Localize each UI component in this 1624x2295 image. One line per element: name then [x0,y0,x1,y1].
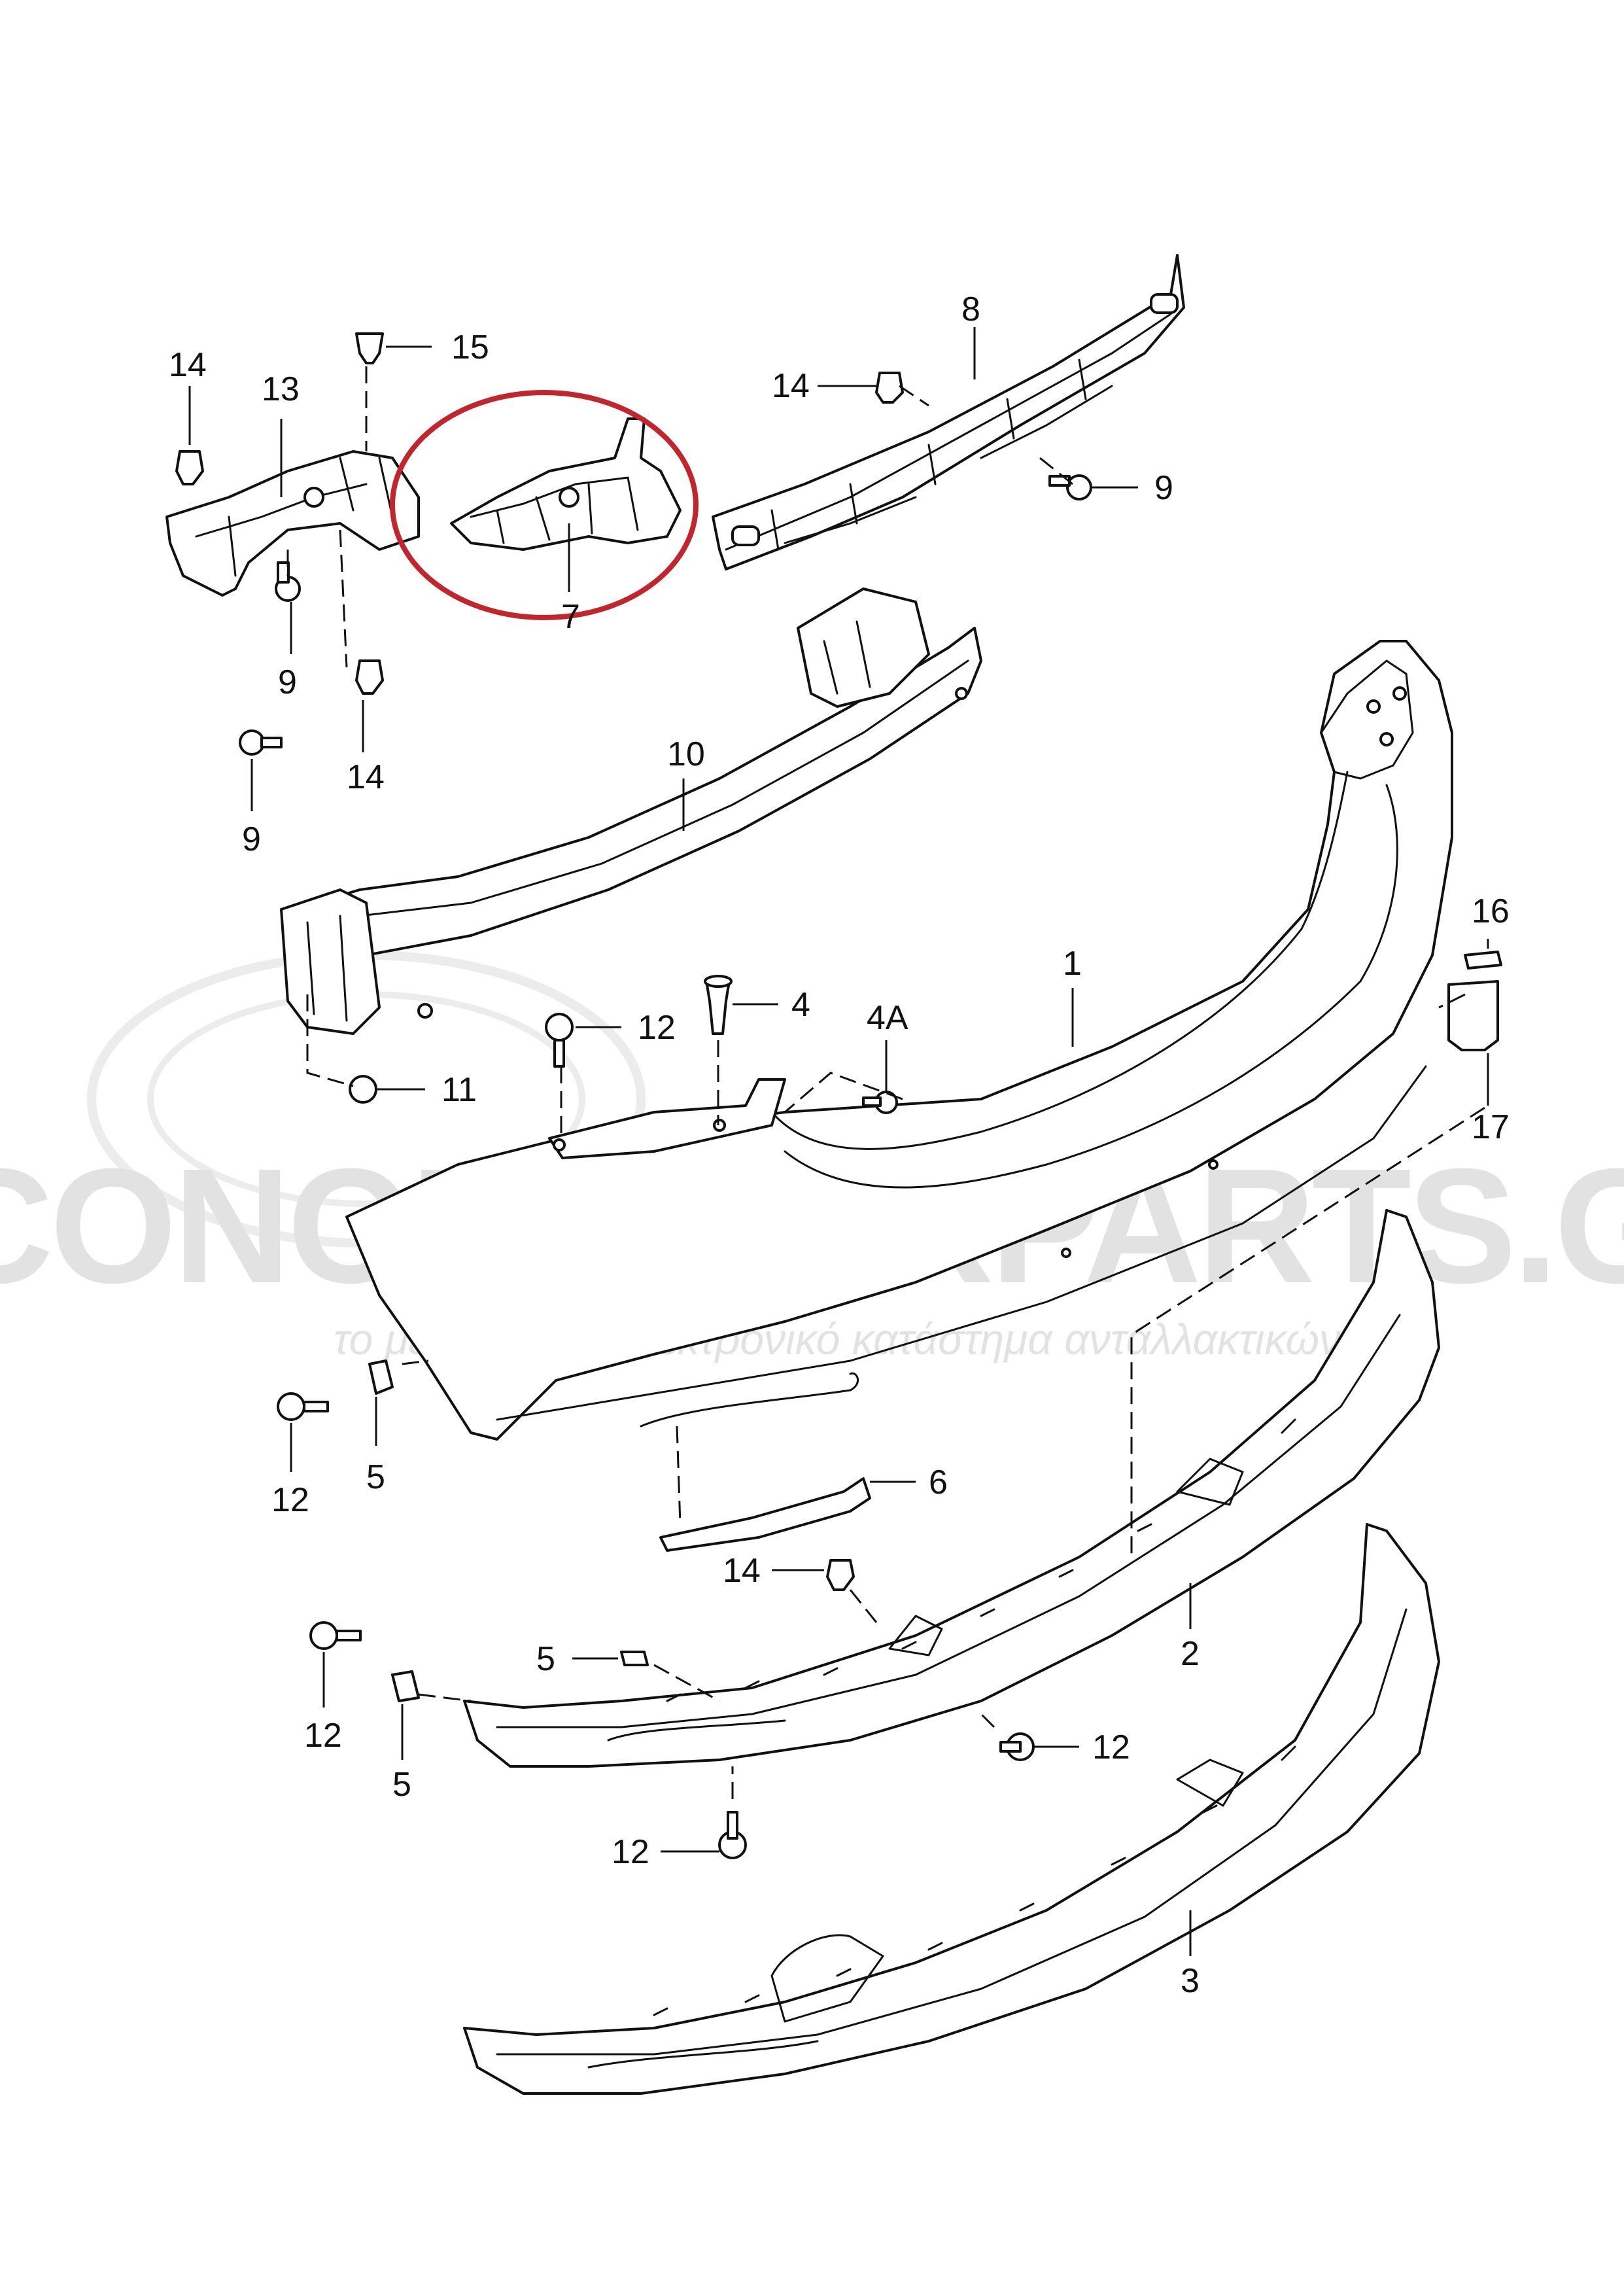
label-13: 13 [262,370,300,408]
label-5-b: 5 [536,1640,555,1678]
label-9-a: 9 [278,663,297,701]
label-12-d: 12 [1092,1728,1130,1766]
highlight-circle [390,390,699,620]
label-8: 8 [961,290,980,328]
part-8-guide-bracket [712,254,1185,570]
label-11: 11 [441,1071,477,1109]
part-1-bumper-cover [345,640,1453,1441]
label-14-b: 14 [347,758,385,796]
label-17: 17 [1472,1108,1510,1146]
leader-lines [188,327,1489,1956]
label-5-c: 5 [392,1766,411,1804]
label-9-c: 9 [1154,469,1173,507]
label-16: 16 [1472,892,1510,930]
label-9-b: 9 [242,820,261,858]
label-14-a: 14 [169,346,207,384]
label-4a: 4A [867,999,908,1037]
label-12-c: 12 [304,1717,342,1755]
part-13-left-bracket [165,450,420,597]
part-2-lower-trim [463,1209,1440,1768]
label-4: 4 [791,986,810,1024]
part-3-diffuser [463,1523,1440,2095]
label-10: 10 [667,735,705,773]
part-7-bracket [390,390,699,620]
fasteners [175,332,1502,1859]
assembly-lines [286,366,1489,1799]
label-14-d: 14 [723,1552,761,1590]
label-5-a: 5 [366,1458,385,1496]
part-6-reflector [659,1477,871,1552]
label-1: 1 [1063,945,1082,983]
part-labels: 15 14 13 9 14 9 7 8 14 9 10 1 4 4A 12 11… [169,290,1510,2000]
label-7: 7 [561,598,580,636]
label-12-b: 12 [271,1481,309,1519]
label-12-a: 12 [638,1009,676,1047]
label-2: 2 [1181,1635,1200,1673]
label-14-c: 14 [772,367,810,405]
label-3: 3 [1181,1962,1200,2000]
label-15: 15 [451,328,489,366]
label-12-e: 12 [612,1833,649,1871]
label-6: 6 [929,1463,948,1501]
part-10-impact-bar [280,587,982,1035]
